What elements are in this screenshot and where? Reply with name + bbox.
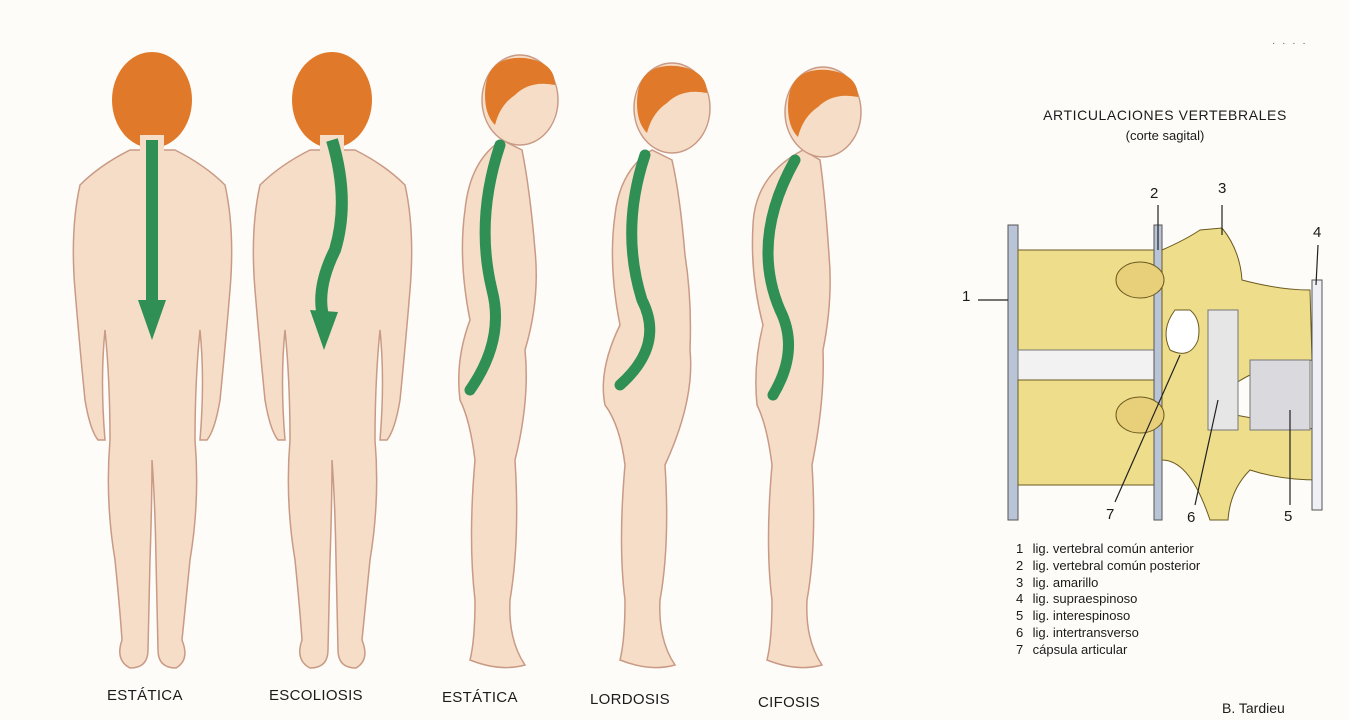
- body-silhouette: [459, 140, 537, 668]
- diagram-subtitle: (corte sagital): [985, 128, 1345, 143]
- side-view-body: [580, 0, 730, 700]
- ligamentum-flavum: [1208, 310, 1238, 430]
- interspinous-ligament: [1250, 360, 1310, 430]
- legend-text: lig. supraespinoso: [1033, 591, 1138, 606]
- callout-2: 2: [1150, 185, 1158, 202]
- legend-row: 3 lig. amarillo: [1016, 575, 1200, 592]
- legend-number: 2: [1016, 558, 1029, 575]
- figure-side-lordosis: [580, 0, 730, 700]
- callout-6: 6: [1187, 509, 1195, 526]
- body-silhouette: [603, 150, 690, 668]
- diagram-title: ARTICULACIONES VERTEBRALES: [985, 107, 1345, 123]
- callout-1: 1: [962, 288, 970, 305]
- figure-back-estatica: [60, 0, 240, 700]
- caption-back-estatica: ESTÁTICA: [107, 687, 183, 704]
- callout-4: 4: [1313, 224, 1321, 241]
- legend-number: 5: [1016, 608, 1029, 625]
- legend-row: 7 cápsula articular: [1016, 642, 1200, 659]
- legend-number: 7: [1016, 642, 1029, 659]
- hair: [292, 52, 372, 148]
- legend-row: 1 lig. vertebral común anterior: [1016, 541, 1200, 558]
- intervertebral-disc: [1018, 350, 1158, 380]
- legend-text: lig. vertebral común posterior: [1033, 558, 1201, 573]
- page-mark: · · · ·: [1272, 38, 1308, 49]
- legend-row: 4 lig. supraespinoso: [1016, 591, 1200, 608]
- back-view-body: [60, 0, 240, 700]
- caption-back-escoliosis: ESCOLIOSIS: [269, 687, 363, 704]
- caption-side-cifosis: CIFOSIS: [758, 694, 820, 711]
- ligament-legend: 1 lig. vertebral común anterior 2 lig. v…: [1016, 541, 1200, 659]
- vertebral-section-illustration: [960, 180, 1349, 530]
- body-silhouette: [752, 150, 830, 668]
- caption-side-estatica: ESTÁTICA: [442, 689, 518, 706]
- figure-side-cifosis: [725, 0, 875, 700]
- articular-process-upper: [1116, 262, 1164, 298]
- leader-line-4: [1316, 245, 1318, 285]
- legend-number: 3: [1016, 575, 1029, 592]
- caption-side-lordosis: LORDOSIS: [590, 691, 670, 708]
- illustrator-credit: B. Tardieu: [1222, 700, 1285, 716]
- articular-process-lower: [1116, 397, 1164, 433]
- anterior-ligament: [1008, 225, 1018, 520]
- supraspinous-ligament: [1312, 280, 1322, 510]
- legend-number: 1: [1016, 541, 1029, 558]
- legend-row: 2 lig. vertebral común posterior: [1016, 558, 1200, 575]
- legend-row: 5 lig. interespinoso: [1016, 608, 1200, 625]
- side-view-body: [430, 0, 580, 700]
- body-silhouette: [253, 150, 411, 668]
- hair: [112, 52, 192, 148]
- legend-text: lig. vertebral común anterior: [1033, 541, 1194, 556]
- figure-back-escoliosis: [240, 0, 420, 700]
- side-view-body: [725, 0, 875, 700]
- figure-side-estatica: [430, 0, 580, 700]
- legend-number: 4: [1016, 591, 1029, 608]
- callout-5: 5: [1284, 508, 1292, 525]
- legend-text: lig. amarillo: [1033, 575, 1099, 590]
- legend-row: 6 lig. intertransverso: [1016, 625, 1200, 642]
- callout-7: 7: [1106, 506, 1114, 523]
- legend-number: 6: [1016, 625, 1029, 642]
- foramen: [1166, 310, 1199, 353]
- legend-text: lig. intertransverso: [1033, 625, 1139, 640]
- back-view-body: [240, 0, 420, 700]
- legend-text: lig. interespinoso: [1033, 608, 1131, 623]
- callout-3: 3: [1218, 180, 1226, 197]
- legend-text: cápsula articular: [1033, 642, 1128, 657]
